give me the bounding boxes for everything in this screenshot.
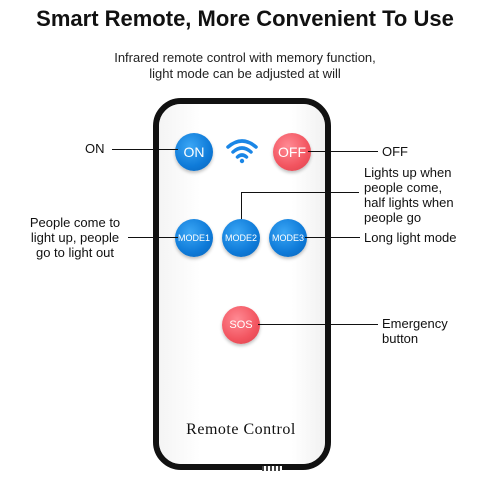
mode3-button[interactable]: MODE3 <box>269 219 307 257</box>
annotation-sos: Emergency button <box>382 316 448 346</box>
page-title: Smart Remote, More Convenient To Use <box>36 6 454 31</box>
leader-line-off <box>308 151 378 152</box>
annotation-mode1-line-1: People come to <box>29 215 121 230</box>
sos-button[interactable]: SOS <box>222 306 260 344</box>
annotation-sos-line-2: button <box>382 331 419 346</box>
remote-battery-tab <box>262 466 282 471</box>
annotation-mode2-line-2: people come, <box>364 180 443 195</box>
annotation-mode1: People come to light up, people go to li… <box>18 215 132 260</box>
annotation-mode2: Lights up when people come, half lights … <box>364 165 454 225</box>
leader-line-mode1 <box>128 237 178 238</box>
remote-label: Remote Control <box>186 421 296 438</box>
leader-line-on <box>112 149 178 150</box>
mode1-button[interactable]: MODE1 <box>175 219 213 257</box>
mode2-button[interactable]: MODE2 <box>222 219 260 257</box>
annotation-mode3: Long light mode <box>364 230 457 245</box>
wireless-signal-icon <box>226 139 258 164</box>
annotation-mode2-line-1: Lights up when <box>364 165 452 180</box>
annotation-mode1-line-3: go to light out <box>35 245 115 260</box>
subtitle-line-2: light mode can be adjusted at will <box>149 66 341 81</box>
leader-line-mode3 <box>305 237 360 238</box>
annotation-mode1-line-2: light up, people <box>30 230 120 245</box>
annotation-on: ON <box>85 141 105 156</box>
leader-line-mode2-vertical <box>241 192 242 219</box>
annotation-mode2-line-4: people go <box>364 210 422 225</box>
page-subtitle: Infrared remote control with memory func… <box>0 50 490 82</box>
annotation-mode2-line-3: half lights when <box>364 195 454 210</box>
leader-line-mode2-horizontal <box>241 192 359 193</box>
on-button[interactable]: ON <box>175 133 213 171</box>
subtitle-line-1: Infrared remote control with memory func… <box>114 50 376 65</box>
leader-line-sos <box>258 324 378 325</box>
annotation-off: OFF <box>382 144 408 159</box>
annotation-sos-line-1: Emergency <box>382 316 448 331</box>
off-button[interactable]: OFF <box>273 133 311 171</box>
